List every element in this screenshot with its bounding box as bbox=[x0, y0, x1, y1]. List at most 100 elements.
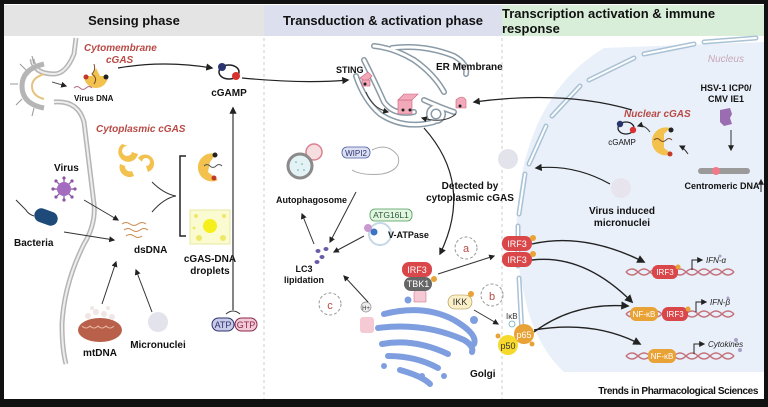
cytomembrane-cgas-protein bbox=[84, 68, 108, 88]
irf3-dimer-pill-1 bbox=[502, 236, 532, 251]
virus-micronucleus-icon bbox=[611, 178, 631, 198]
p65-label: p65 bbox=[516, 330, 531, 340]
nfkb-bound-pill-2 bbox=[648, 349, 676, 363]
detected-label-1: Detected by bbox=[442, 181, 499, 192]
hsv-label-1: HSV-1 ICP0/ bbox=[700, 83, 752, 93]
ikb-label: IκB bbox=[506, 312, 518, 321]
label-c: c bbox=[327, 300, 333, 312]
endocytic-vesicle bbox=[10, 55, 45, 117]
detected-micronucleus-icon bbox=[498, 149, 518, 169]
bacteria-label: Bacteria bbox=[14, 238, 54, 249]
nfkb-bound-label-2: NF-κB bbox=[651, 352, 674, 361]
sting-icon bbox=[359, 71, 467, 115]
irf3-pill bbox=[402, 262, 432, 277]
cytomembrane-cgas-label-2: cGAS bbox=[106, 55, 134, 66]
cytoplasmic-cgas-label: Cytoplasmic cGAS bbox=[96, 124, 186, 135]
proton-label: H+ bbox=[362, 306, 370, 312]
cgas-dna-complex bbox=[197, 153, 218, 182]
er-membrane-label: ER Membrane bbox=[436, 62, 503, 73]
tbk1-pill bbox=[404, 277, 432, 291]
nfkb-bound-label-1: NF-κB bbox=[633, 310, 656, 319]
virus-label: Virus bbox=[54, 163, 79, 174]
micronucleus-icon bbox=[148, 312, 168, 332]
mtdna-label: mtDNA bbox=[83, 348, 117, 359]
nucleus-label: Nucleus bbox=[708, 54, 744, 65]
irf3-label: IRF3 bbox=[407, 265, 427, 275]
irf3-bound-label-2: IRF3 bbox=[666, 310, 684, 319]
lc3-icon bbox=[314, 247, 329, 264]
ikk-label: IKK bbox=[453, 297, 468, 307]
atg16l1-pill bbox=[369, 208, 413, 222]
p65-protein bbox=[514, 324, 534, 344]
lc3-label-2: lipidation bbox=[284, 275, 324, 285]
header-transcription-phase: Transcription activation & immune respon… bbox=[502, 5, 764, 36]
golgi-icon bbox=[375, 307, 478, 387]
bacteria-icon bbox=[15, 199, 58, 226]
autophagosome-icon bbox=[286, 143, 323, 180]
dna-strand bbox=[625, 268, 735, 276]
dsdna-icon bbox=[121, 222, 149, 238]
sting-label: STING bbox=[336, 65, 364, 75]
proton-pump-icon bbox=[360, 317, 374, 333]
label-c-circle bbox=[318, 292, 342, 316]
nfkb-bound-pill-1 bbox=[630, 307, 658, 321]
centromeric-dna-icon bbox=[698, 168, 750, 174]
gtp-pill bbox=[234, 317, 258, 332]
hsv-label-2: CMV IE1 bbox=[708, 94, 744, 104]
gtp-label: GTP bbox=[237, 320, 256, 330]
wipi2-pill bbox=[341, 146, 371, 159]
p50-protein bbox=[498, 335, 518, 355]
p50-label: p50 bbox=[500, 341, 515, 351]
droplets-label-1: cGAS-DNA bbox=[184, 254, 236, 265]
figure-canvas: Sensing phase Transduction & activation … bbox=[4, 4, 764, 399]
nuclear-cgas-label: Nuclear cGAS bbox=[624, 109, 691, 120]
irf3-dimer-label-1: IRF3 bbox=[507, 239, 527, 249]
header-transduction-phase: Transduction & activation phase bbox=[264, 5, 502, 36]
cytomembrane-cgas-label-1: Cytomembrane bbox=[84, 43, 157, 54]
cgas-dna-droplets-icon bbox=[189, 209, 231, 245]
ifn-b-label: IFN-β bbox=[710, 298, 731, 307]
lc3-label-1: LC3 bbox=[295, 264, 312, 274]
cytoplasmic-cgas-protein bbox=[118, 144, 155, 178]
v-atpase-vesicle bbox=[368, 222, 392, 246]
dsdna-label: dsDNA bbox=[134, 245, 167, 256]
irf3-bound-pill bbox=[652, 265, 678, 279]
cytokines-label: Cytokines bbox=[708, 340, 743, 349]
irf3-dimer-label-2: IRF3 bbox=[507, 255, 527, 265]
centromeric-dna-label: Centromeric DNA bbox=[684, 181, 760, 191]
virus-micronuclei-label-2: micronuclei bbox=[594, 218, 650, 229]
droplets-label-2: droplets bbox=[190, 266, 230, 277]
autophagosome-label: Autophagosome bbox=[276, 195, 347, 205]
atg16l1-label: ATG16L1 bbox=[373, 210, 409, 220]
merge-arrow bbox=[151, 181, 177, 213]
virus-dna-label: Virus DNA bbox=[74, 94, 114, 103]
label-b: b bbox=[489, 291, 495, 303]
irf3-dimer-pill-2 bbox=[502, 252, 532, 267]
label-a: a bbox=[463, 243, 470, 255]
nuclear-cgamp-label: cGAMP bbox=[608, 138, 636, 147]
atp-label: ATP bbox=[215, 320, 232, 330]
hsv-protein-icon bbox=[720, 108, 732, 126]
arrow-cgamp-to-sting bbox=[241, 76, 350, 85]
ifn-a-label: IFN-α bbox=[706, 256, 727, 265]
label-a-circle bbox=[454, 236, 478, 260]
atp-pill bbox=[211, 317, 235, 332]
journal-credit: Trends in Pharmacological Sciences bbox=[598, 386, 758, 397]
detected-label-2: cytoplasmic cGAS bbox=[426, 193, 514, 204]
header-sensing-phase: Sensing phase bbox=[4, 5, 264, 36]
arrow-nuclear-cgamp-to-sting bbox=[472, 96, 633, 111]
nucleus-region bbox=[516, 42, 764, 372]
cgamp-molecule bbox=[218, 63, 240, 80]
v-atpase-label: V-ATPase bbox=[388, 230, 429, 240]
pathway-diagram: Nucleus Cytomembrane cGAS Virus DNA bbox=[10, 35, 764, 399]
label-b-circle bbox=[480, 283, 504, 307]
bracket bbox=[179, 155, 186, 237]
micronuclei-label: Micronuclei bbox=[130, 340, 186, 351]
dna-strand bbox=[625, 352, 735, 360]
wipi2-label: WIPI2 bbox=[345, 149, 367, 158]
nuclear-cgamp-molecule bbox=[616, 120, 637, 135]
golgi-label: Golgi bbox=[470, 369, 496, 380]
arrow-cytomembrane-to-cgamp bbox=[117, 63, 214, 71]
ikk-pill bbox=[447, 294, 473, 310]
